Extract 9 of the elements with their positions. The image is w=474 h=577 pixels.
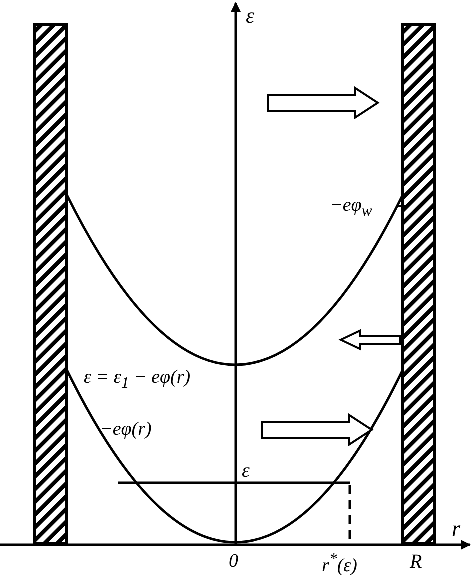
axis-label: r <box>452 518 461 540</box>
axis-label: ε <box>246 5 255 27</box>
math-label: −eφ$_{w}$ <box>330 196 372 220</box>
math-label: ε = ε$_{1}$ − eφ(r) <box>84 368 191 392</box>
math-label: −eφ(r) <box>100 420 152 439</box>
tick-label: R <box>410 552 422 572</box>
math-label: ε <box>242 461 250 481</box>
tick-label: r$^{*}$(ε) <box>322 552 358 576</box>
tick-label: 0 <box>229 552 238 571</box>
